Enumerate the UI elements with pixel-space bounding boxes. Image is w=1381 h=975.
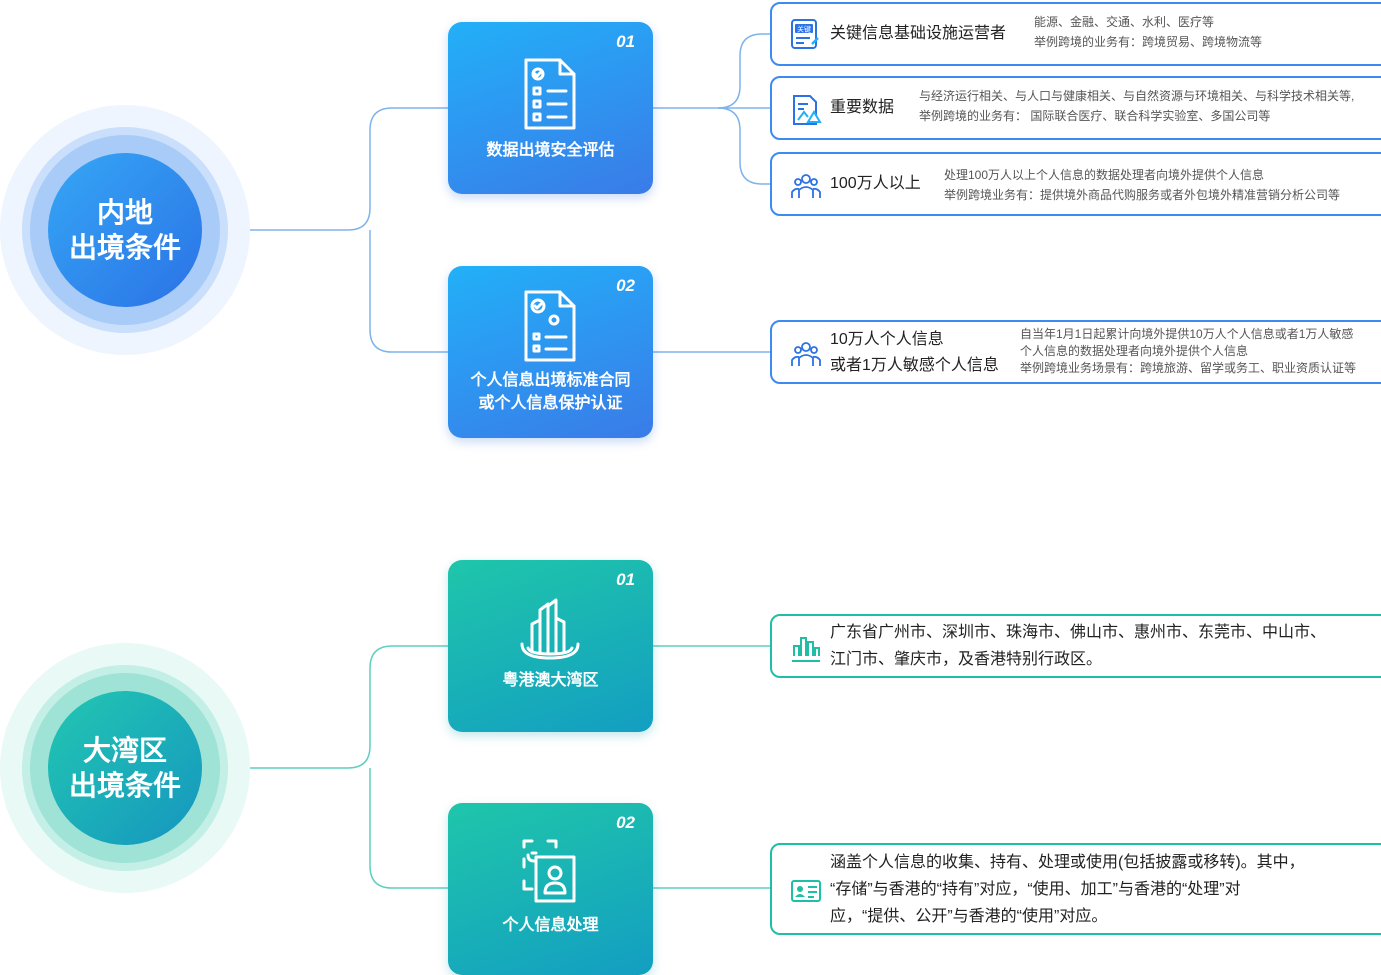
box-text-line3: 应，“提供、公开”与香港的“使用”对应。 — [830, 908, 1108, 925]
box-desc-line2: 举例跨境的业务有：跨境贸易、跨境物流等 — [1034, 35, 1263, 49]
card-label: 个人信息出境标准合同 或个人信息保护认证 — [448, 369, 653, 415]
id-scan-icon — [522, 839, 576, 903]
box-text-line1: 涵盖个人信息的收集、持有、处理或使用(包括披露或移转)。其中， — [830, 854, 1305, 871]
id-card-icon — [791, 880, 821, 902]
box-text-line2: “存储”与香港的“持有”对应，“使用、加工”与香港的“处理”对 — [830, 881, 1241, 898]
card-greater-bay-area[interactable]: 01 粤港澳大湾区 — [448, 560, 653, 732]
box-text-line2: 江门市、肇庆市，及香港特别行政区。 — [830, 651, 1103, 668]
city-skyline-icon — [792, 637, 820, 662]
card-label: 粤港澳大湾区 — [502, 672, 599, 689]
key-document-icon: 关键 — [791, 19, 819, 49]
box-100k-people: 10万人个人信息 或者1万人敏感个人信息 自当年1月1日起累计向境外提供10万人… — [770, 320, 1381, 384]
box-title: 重要数据 — [830, 99, 895, 116]
mainland-hub: 内地 出境条件 — [0, 105, 250, 355]
box-desc-line2: 举例跨境业务有：提供境外商品代购服务或者外包境外精准营销分析公司等 — [944, 188, 1341, 202]
important-data-icon — [793, 95, 822, 125]
box-bay-cities: 广东省广州市、深圳市、珠海市、佛山市、惠州市、东莞市、中山市、 江门市、肇庆市，… — [770, 614, 1381, 678]
card-standard-contract[interactable]: 02 个人信息出境标准合同 或个人信息保护认证 — [448, 266, 653, 438]
city-buildings-icon — [520, 598, 580, 660]
card-data-export-assessment[interactable]: 01 数据出境安全评估 — [448, 22, 653, 194]
box-desc-line1: 自当年1月1日起累计向境外提供10万人个人信息或者1万人敏感 — [1020, 327, 1354, 341]
card-number: 02 — [616, 276, 635, 295]
card-label: 数据出境安全评估 — [486, 142, 615, 159]
certified-document-icon — [524, 290, 576, 362]
box-desc-line2: 举例跨境的业务有： 国际联合医疗、联合科学实验室、多国公司等 — [919, 109, 1271, 123]
card-number: 02 — [616, 813, 635, 832]
box-title: 关键信息基础设施运营者 — [830, 25, 1007, 42]
card-number: 01 — [616, 32, 635, 51]
box-desc-line3: 举例跨境业务场景有：跨境旅游、留学或务工、职业资质认证等 — [1020, 361, 1357, 375]
box-title: 100万人以上 — [830, 175, 921, 192]
mainland-hub-title: 内地 出境条件 — [48, 153, 202, 307]
box-desc-line1: 与经济运行相关、与人口与健康相关、与自然资源与环境相关、与科学技术相关等, — [919, 89, 1355, 103]
box-desc-line2: 个人信息的数据处理者向境外提供个人信息 — [1020, 344, 1249, 358]
hub-title-line1: 内地 — [96, 197, 153, 228]
box-important-data: 重要数据 与经济运行相关、与人口与健康相关、与自然资源与环境相关、与科学技术相关… — [770, 76, 1381, 140]
box-critical-infrastructure: 关键 关键信息基础设施运营者 能源、金融、交通、水利、医疗等 举例跨境的业务有：… — [770, 2, 1381, 66]
card-label: 个人信息处理 — [502, 917, 599, 934]
box-desc-line1: 处理100万人以上个人信息的数据处理者向境外提供个人信息 — [944, 168, 1265, 182]
hub-title-line1: 大湾区 — [82, 735, 167, 766]
checklist-document-icon — [524, 58, 576, 130]
crowd-icon — [791, 342, 821, 366]
svg-text:关键: 关键 — [797, 25, 811, 34]
box-personal-info-scope: 涵盖个人信息的收集、持有、处理或使用(包括披露或移转)。其中， “存储”与香港的… — [770, 843, 1381, 935]
box-title-line2: 或者1万人敏感个人信息 — [830, 357, 999, 374]
box-over-million-people: 100万人以上 处理100万人以上个人信息的数据处理者向境外提供个人信息 举例跨… — [770, 152, 1381, 216]
card-number: 01 — [616, 570, 635, 589]
bay-area-hub-title: 大湾区 出境条件 — [48, 691, 202, 845]
bay-area-hub: 大湾区 出境条件 — [0, 643, 250, 893]
card-label-line1: 个人信息出境标准合同 — [470, 372, 631, 389]
crowd-icon — [791, 174, 821, 198]
box-text-line1: 广东省广州市、深圳市、珠海市、佛山市、惠州市、东莞市、中山市、 — [830, 624, 1327, 641]
hub-title-line2: 出境条件 — [68, 770, 181, 801]
box-title-line1: 10万人个人信息 — [830, 331, 944, 348]
card-label-line2: 或个人信息保护认证 — [478, 395, 623, 412]
card-personal-info-processing[interactable]: 02 个人信息处理 — [448, 803, 653, 975]
hub-title-line2: 出境条件 — [68, 232, 181, 263]
box-desc-line1: 能源、金融、交通、水利、医疗等 — [1034, 15, 1215, 29]
